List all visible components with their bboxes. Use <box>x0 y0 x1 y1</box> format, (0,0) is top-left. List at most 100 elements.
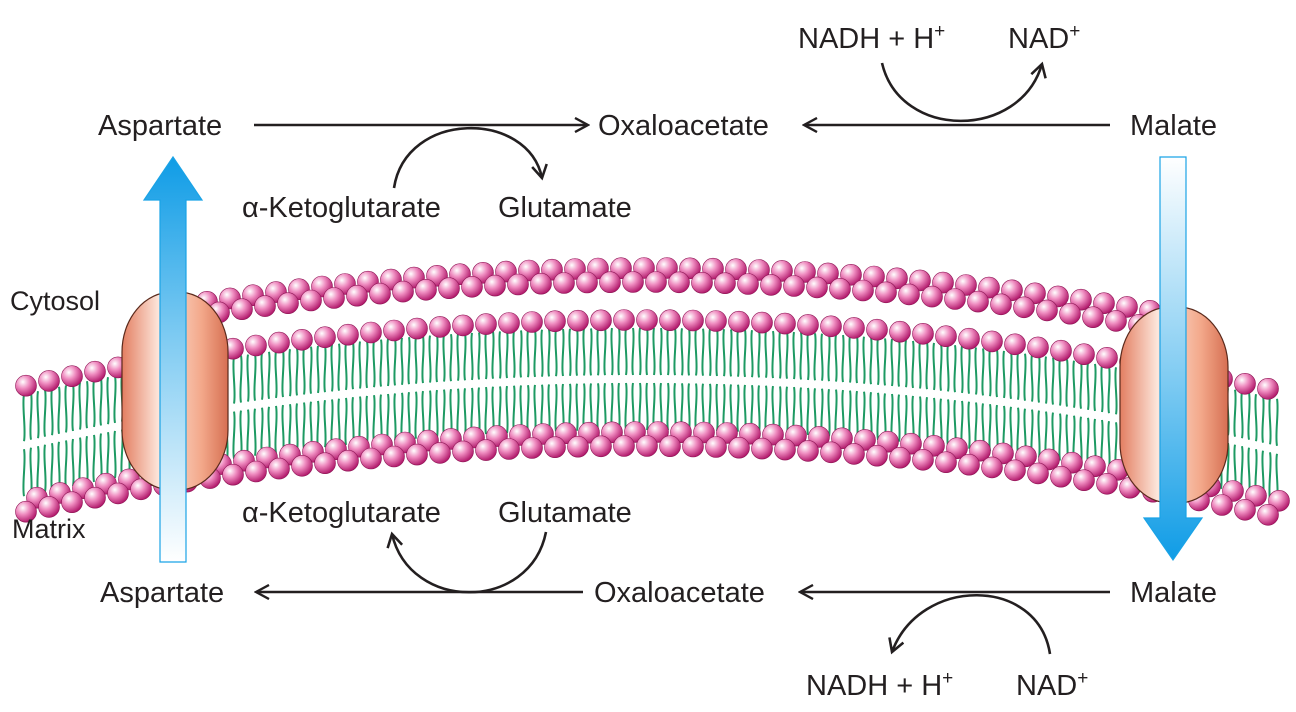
lipid-head <box>797 314 819 336</box>
lipid-head <box>429 442 451 464</box>
lipid-tail <box>22 394 26 442</box>
lipid-tail <box>764 330 768 378</box>
lipid-tail <box>302 402 306 450</box>
lipid-tail <box>337 343 341 391</box>
lipid-tail <box>1247 392 1251 440</box>
lipid-tail <box>568 328 572 376</box>
lipid-tail <box>939 343 943 391</box>
lipid-tail <box>1100 364 1104 413</box>
lipid-head <box>231 298 253 321</box>
lipid-tail <box>463 333 467 381</box>
cytosol-malate-label: Malate <box>1130 110 1217 142</box>
lipid-head <box>682 309 704 332</box>
lipid-tail <box>827 334 831 382</box>
lipid-head <box>898 283 920 306</box>
lipid-tail <box>323 400 327 448</box>
lipid-tail <box>239 355 243 403</box>
lipid-tail <box>848 335 852 383</box>
lipid-tail <box>1268 452 1272 500</box>
lipid-tail <box>50 388 54 436</box>
lipid-head <box>866 318 888 341</box>
lipid-head <box>1211 494 1233 516</box>
lipid-tail <box>995 349 999 398</box>
lipid-tail <box>99 433 103 481</box>
cytosol-oxaloacetate-label: Oxaloacetate <box>598 110 769 142</box>
lipid-tail <box>806 332 810 381</box>
lipid-head <box>590 435 612 458</box>
lipid-tail <box>1107 421 1111 469</box>
lipid-tail <box>1058 413 1062 461</box>
lipid-tail <box>232 411 236 459</box>
lipid-head <box>438 277 460 300</box>
lipid-tail <box>421 335 425 384</box>
lipid-tail <box>512 330 516 378</box>
lipid-head <box>245 460 267 483</box>
lipid-tail <box>729 329 733 377</box>
lipid-head <box>806 276 828 299</box>
lipid-tail <box>267 351 271 399</box>
lipid-head <box>935 325 957 348</box>
lipid-head <box>415 278 437 301</box>
lipid-head <box>498 312 520 334</box>
lipid-tail <box>400 337 404 385</box>
lipid-tail <box>50 443 54 491</box>
lipid-tail <box>925 342 929 390</box>
lipid-head <box>314 326 336 349</box>
lipid-tail <box>470 332 474 381</box>
lipid-tail <box>344 342 348 391</box>
lipid-head <box>38 496 60 518</box>
lipid-head <box>691 271 713 294</box>
lipid-head <box>1027 462 1049 485</box>
lipid-tail <box>358 341 362 389</box>
lipid-tail <box>36 446 40 494</box>
lipid-tail <box>757 385 761 433</box>
lipid-tail <box>484 331 488 380</box>
matrix-aspartate-label: Aspartate <box>100 577 224 609</box>
lipid-head <box>452 440 474 463</box>
lipid-tail <box>512 385 516 433</box>
lipid-tail <box>316 400 320 449</box>
lipid-tail <box>1051 357 1055 405</box>
lipid-tail <box>505 385 509 434</box>
lipid-tail <box>876 392 880 440</box>
cytosol-glutamate-label: Glutamate <box>498 192 632 224</box>
lipid-head <box>728 310 750 333</box>
lipid-tail <box>925 397 929 445</box>
lipid-head <box>599 271 621 294</box>
lipid-head <box>958 453 980 476</box>
lipid-head <box>613 435 635 457</box>
lipid-tail <box>1079 361 1083 409</box>
lipid-head <box>475 313 497 335</box>
lipid-head <box>406 443 428 466</box>
lipid-tail <box>337 398 341 446</box>
lipid-head <box>337 449 359 472</box>
lipid-head <box>843 443 865 465</box>
lipid-tail <box>484 386 488 435</box>
lipid-head <box>392 280 414 303</box>
lipid-tail <box>834 334 838 382</box>
lipid-head <box>1036 299 1058 322</box>
lipid-head <box>852 279 874 302</box>
lipid-tail <box>1107 366 1111 414</box>
lipid-head <box>682 435 704 458</box>
lipid-head <box>507 273 529 296</box>
lipid-head <box>921 285 943 308</box>
lipid-head <box>1027 336 1049 359</box>
lipid-tail <box>442 334 446 382</box>
lipid-head <box>944 288 966 310</box>
lipid-head <box>521 311 543 333</box>
lipid-tail <box>708 328 712 376</box>
matrix-oxaloacetate-label: Oxaloacetate <box>594 577 765 609</box>
lipid-tail <box>22 449 26 497</box>
lipid-tail <box>946 399 950 447</box>
lipid-tail <box>274 405 278 454</box>
lipid-head <box>107 482 129 505</box>
lipid-tail <box>295 348 299 396</box>
lipid-tail <box>897 394 901 442</box>
lipid-tail <box>701 328 705 376</box>
lipid-tail <box>85 436 89 484</box>
lipid-tail <box>323 345 327 393</box>
lipid-head <box>245 334 267 357</box>
lipid-head <box>737 273 759 295</box>
